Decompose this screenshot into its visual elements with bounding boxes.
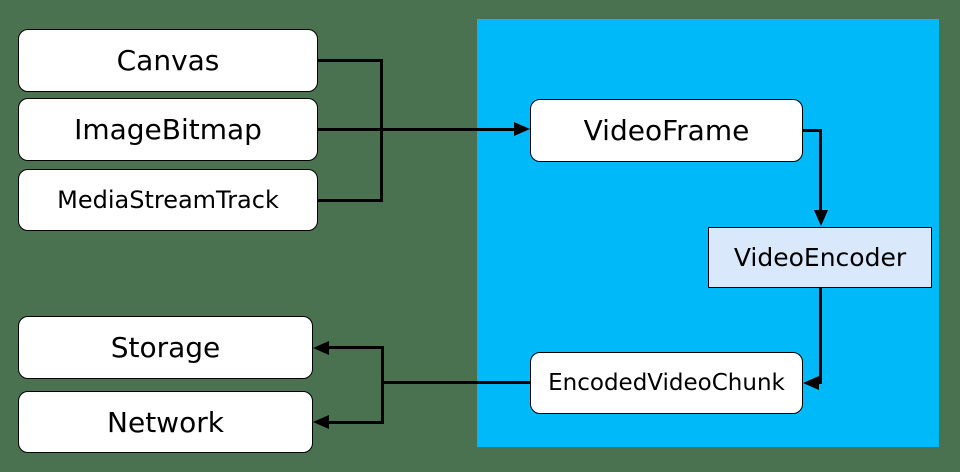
arrowhead-into-network [313, 415, 329, 429]
node-videoencoder-label: VideoEncoder [733, 243, 907, 272]
node-mediastreamtrack-label: MediaStreamTrack [57, 186, 279, 214]
edge-videoencoder-down-vertical [819, 288, 822, 384]
node-imagebitmap: ImageBitmap [18, 98, 318, 161]
arrowhead-into-storage [313, 341, 329, 355]
node-storage: Storage [18, 316, 313, 379]
edge-storage-horizontal [329, 346, 384, 349]
edge-canvas-horizontal [317, 59, 383, 62]
edge-mediastreamtrack-horizontal [317, 199, 383, 202]
edge-imagebitmap-to-videoframe [317, 128, 515, 131]
node-network: Network [18, 391, 313, 453]
node-mediastreamtrack: MediaStreamTrack [18, 169, 318, 231]
node-videoframe: VideoFrame [530, 99, 803, 162]
arrowhead-into-videoencoder [814, 210, 828, 226]
arrowhead-into-encodedvideochunk [803, 376, 819, 390]
arrowhead-into-videoframe [514, 122, 530, 136]
node-network-label: Network [107, 405, 224, 439]
node-encodedvideochunk-label: EncodedVideoChunk [548, 370, 785, 396]
node-canvas: Canvas [18, 29, 318, 92]
node-videoencoder: VideoEncoder [708, 227, 932, 288]
node-canvas-label: Canvas [116, 44, 220, 77]
node-encodedvideochunk: EncodedVideoChunk [530, 352, 803, 414]
node-imagebitmap-label: ImageBitmap [74, 113, 262, 146]
edge-network-horizontal [329, 421, 384, 424]
edge-encodedvideochunk-horizontal [381, 381, 530, 384]
edge-videoframe-down-vertical [819, 129, 822, 211]
node-videoframe-label: VideoFrame [583, 114, 750, 147]
edge-videoframe-exit-horizontal [803, 129, 822, 132]
node-storage-label: Storage [110, 331, 221, 364]
edge-sinks-trunk-vertical [381, 346, 384, 424]
